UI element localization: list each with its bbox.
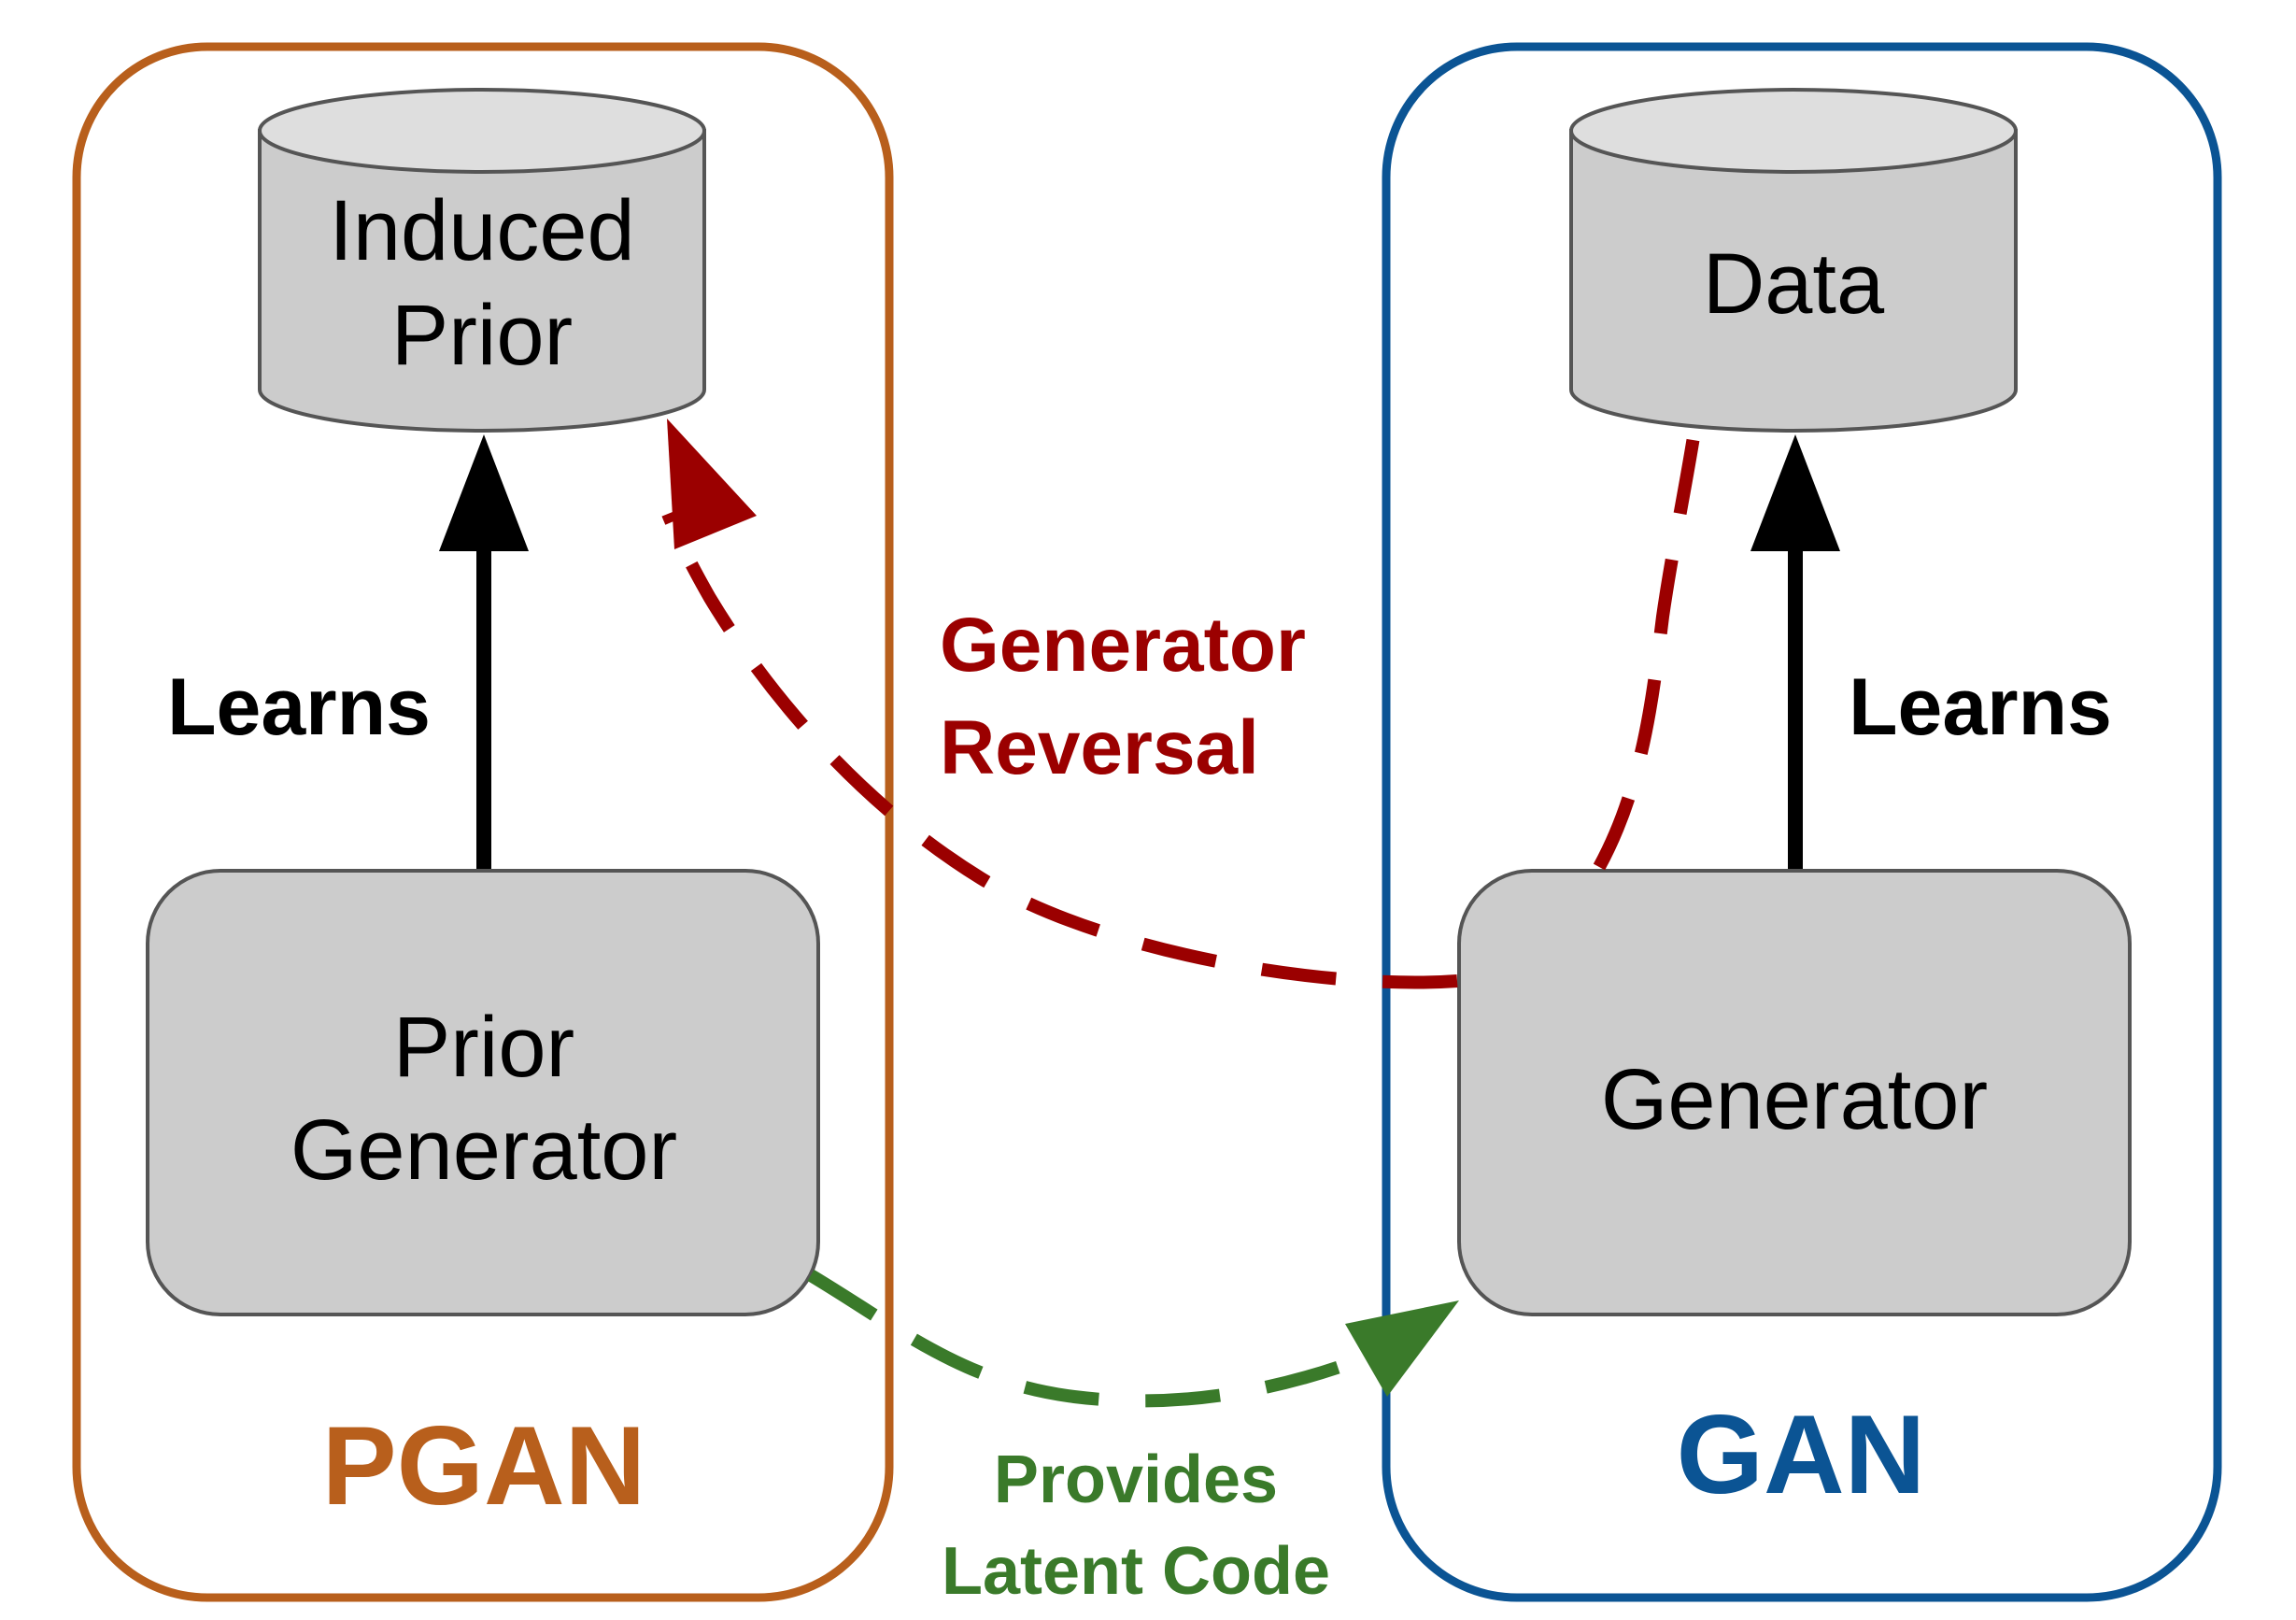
prior-generator-label-line2: Generator bbox=[291, 1102, 677, 1198]
data-label: Data bbox=[1703, 236, 1885, 332]
generator-to-data-curve bbox=[1593, 423, 1702, 871]
induced-prior-cylinder: Induced Prior bbox=[258, 88, 706, 433]
provides-latent-code-arrowhead bbox=[1345, 1300, 1459, 1397]
prior-generator-box: Prior Generator bbox=[146, 869, 820, 1316]
learns-left-label: Learns bbox=[167, 662, 431, 752]
generator-label: Generator bbox=[1601, 1052, 1988, 1147]
induced-prior-label-line2: Prior bbox=[391, 288, 573, 383]
data-cylinder: Data bbox=[1569, 88, 2018, 433]
prior-generator-label-line1: Prior bbox=[393, 1000, 574, 1095]
learns-arrow-right bbox=[1750, 434, 1840, 869]
generator-box: Generator bbox=[1457, 869, 2132, 1316]
generator-reversal-arrowhead bbox=[667, 419, 757, 549]
generator-reversal-label-line2: Reversal bbox=[940, 705, 1259, 790]
pgan-label: PGAN bbox=[322, 1403, 646, 1528]
latent-code-label-line2: Latent Code bbox=[942, 1534, 1330, 1609]
provides-latent-code-curve bbox=[807, 1269, 1376, 1408]
generator-reversal-curve bbox=[661, 511, 1458, 989]
gan-label: GAN bbox=[1677, 1392, 1926, 1517]
learns-arrow-left bbox=[439, 434, 529, 869]
generator-reversal-label-line1: Generator bbox=[940, 603, 1306, 688]
provides-label-line1: Provides bbox=[994, 1442, 1278, 1517]
learns-right-label: Learns bbox=[1849, 662, 2112, 752]
induced-prior-label-line1: Induced bbox=[329, 183, 634, 278]
